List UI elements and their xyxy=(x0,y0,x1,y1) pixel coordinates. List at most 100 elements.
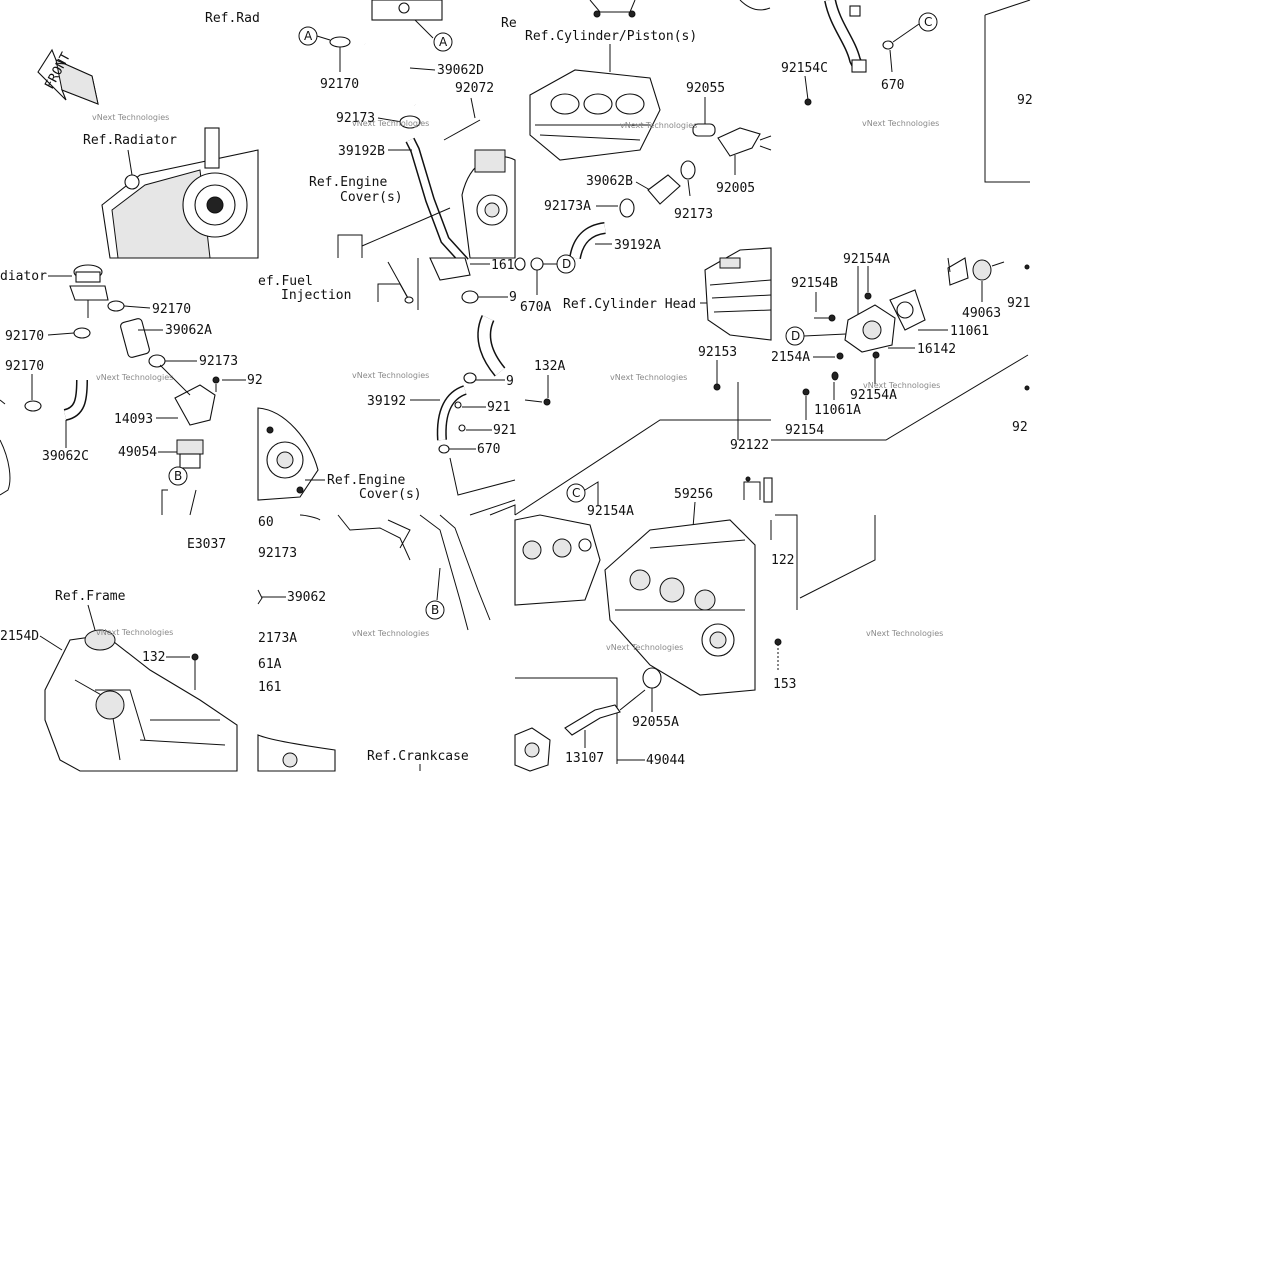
callout-c-1: C xyxy=(924,15,932,29)
ref-engine-cover-1b: Cover(s) xyxy=(340,190,403,205)
part-670-top: 670 xyxy=(881,78,904,93)
callout-d-2: D xyxy=(791,329,800,343)
part-2154d: 2154D xyxy=(0,629,39,644)
tile-water-pump: 92154A 92154B D 49063 921 11061 2154A 16… xyxy=(771,252,1030,441)
callout-a-1: A xyxy=(304,29,313,43)
ref-engine-cover-2: Ref.Engine xyxy=(327,473,405,488)
part-39192: 39192 xyxy=(367,394,406,409)
part-14093: 14093 xyxy=(114,412,153,427)
part-9-m1: 9 xyxy=(509,290,517,305)
watermark-5: vNext Technologies xyxy=(96,373,173,382)
part-92173-b: 92173 xyxy=(258,546,297,561)
part-39062b: 39062B xyxy=(586,174,633,189)
part-92173-mid: 92173 xyxy=(674,207,713,222)
part-132a: 132A xyxy=(534,359,565,374)
cylinder-block-icon xyxy=(529,69,661,161)
ref-engine-cover-2b: Cover(s) xyxy=(359,487,422,502)
part-39192b: 39192B xyxy=(338,144,385,159)
front-arrow-icon: FRONT xyxy=(37,48,99,105)
watermark-8: vNext Technologies xyxy=(863,381,940,390)
callout-c-2: C xyxy=(572,486,580,500)
watermark-7: vNext Technologies xyxy=(610,373,687,382)
tile-bolts: 122 153 vNext Technologies xyxy=(770,514,943,692)
part-670a: 670A xyxy=(520,300,551,315)
ref-injection: Injection xyxy=(281,288,351,303)
frame-icon xyxy=(44,629,238,772)
tile-radiator: FRONT Ref.Rad Ref.Radiator vNext Technol… xyxy=(37,11,260,259)
part-2173a: 2173A xyxy=(258,631,297,646)
part-39062c: 39062C xyxy=(42,449,89,464)
part-49044: 49044 xyxy=(646,753,685,768)
part-92173-top: 92173 xyxy=(336,111,375,126)
part-92170-m3: 92170 xyxy=(5,359,44,374)
part-92173a: 92173A xyxy=(544,199,591,214)
part-122: 122 xyxy=(771,553,794,568)
part-92154a-top: 92154A xyxy=(843,252,890,267)
part-92154a-b: 92154A xyxy=(850,388,897,403)
part-92154a-cut: 92154A xyxy=(587,504,634,519)
part-921-m1: 921 xyxy=(487,400,510,415)
callout-d-1: D xyxy=(562,257,571,271)
part-92072: 92072 xyxy=(455,81,494,96)
part-161-b: 161 xyxy=(258,680,281,695)
tile-fuel-injection: ef.Fuel Injection 161 9 9 39192 921 921 … xyxy=(257,257,517,502)
callout-b-1: B xyxy=(174,469,182,483)
part-92153: 92153 xyxy=(698,345,737,360)
part-92170-m2: 92170 xyxy=(5,329,44,344)
part-60: 60 xyxy=(258,515,274,530)
tile-hoses-top: A 92170 A 39062D 92072 92173 39192B Ref.… xyxy=(298,0,516,266)
crankcase-icon xyxy=(604,519,756,696)
ref-frame: Ref.Frame xyxy=(55,589,126,604)
part-13107: 13107 xyxy=(565,751,604,766)
part-92122: 92122 xyxy=(730,438,769,453)
part-92154b: 92154B xyxy=(791,276,838,291)
watermark-10: vNext Technologies xyxy=(352,629,429,638)
watermark-11: vNext Technologies xyxy=(606,643,683,652)
part-132: 132 xyxy=(142,650,165,665)
watermark-4: vNext Technologies xyxy=(862,119,939,128)
part-49054: 49054 xyxy=(118,445,157,460)
ref-radiator: Ref.Radiator xyxy=(83,133,177,148)
tile-hose-c: C 670 92154C 92 vNext Technologies xyxy=(781,0,1033,183)
part-61a: 61A xyxy=(258,657,282,672)
watermark-2: vNext Technologies xyxy=(352,119,429,128)
part-59256: 59256 xyxy=(674,487,713,502)
tile-cylinder-head: D 670A Ref.Cylinder Head 132A 92153 9212… xyxy=(514,247,773,519)
watermark-9: vNext Technologies xyxy=(96,628,173,637)
part-92055: 92055 xyxy=(686,81,725,96)
part-2154a: 2154A xyxy=(771,350,810,365)
part-92173-m: 92173 xyxy=(199,354,238,369)
ref-cylinder-head: Ref.Cylinder Head xyxy=(563,297,696,312)
part-49063: 49063 xyxy=(962,306,1001,321)
part-92-tr: 92 xyxy=(1017,93,1033,108)
part-11061: 11061 xyxy=(950,324,989,339)
part-92154c: 92154C xyxy=(781,61,828,76)
part-16142: 16142 xyxy=(917,342,956,357)
part-92154: 92154 xyxy=(785,423,824,438)
tile-lower-hoses: 60 92173 39062 2173A 61A 161 B Ref.Crank… xyxy=(257,499,516,772)
tile-cylinder: Re Ref.Cylinder/Piston(s) 92055 92005 39… xyxy=(501,0,772,260)
callout-b-2: B xyxy=(431,603,439,617)
diagram-code: E3037 xyxy=(187,537,226,552)
radiator-icon xyxy=(101,127,259,259)
part-39062: 39062 xyxy=(287,590,326,605)
part-39062a: 39062A xyxy=(165,323,212,338)
part-921-m2: 921 xyxy=(493,423,516,438)
tile-thermostat: diator 92170 92170 39062A 92173 92170 39… xyxy=(0,264,263,516)
part-9-m2: 9 xyxy=(506,374,514,389)
part-92055a: 92055A xyxy=(632,715,679,730)
ref-engine-cover-1: Ref.Engine xyxy=(309,175,387,190)
tile-crankcase: 59256 92055A 49044 13107 vNe xyxy=(514,487,756,772)
part-11061a: 11061A xyxy=(814,403,861,418)
part-161-m: 161 xyxy=(491,258,514,273)
part-92005: 92005 xyxy=(716,181,755,196)
watermark-6: vNext Technologies xyxy=(352,371,429,380)
watermark-3: vNext Technologies xyxy=(620,121,697,130)
part-153: 153 xyxy=(773,677,796,692)
part-921-tr: 921 xyxy=(1007,296,1030,311)
ref-re: Re xyxy=(501,16,517,31)
ref-radiator-top: Ref.Rad xyxy=(205,11,260,26)
watermark-1: vNext Technologies xyxy=(92,113,169,122)
part-92-r: 92 xyxy=(1012,420,1028,435)
